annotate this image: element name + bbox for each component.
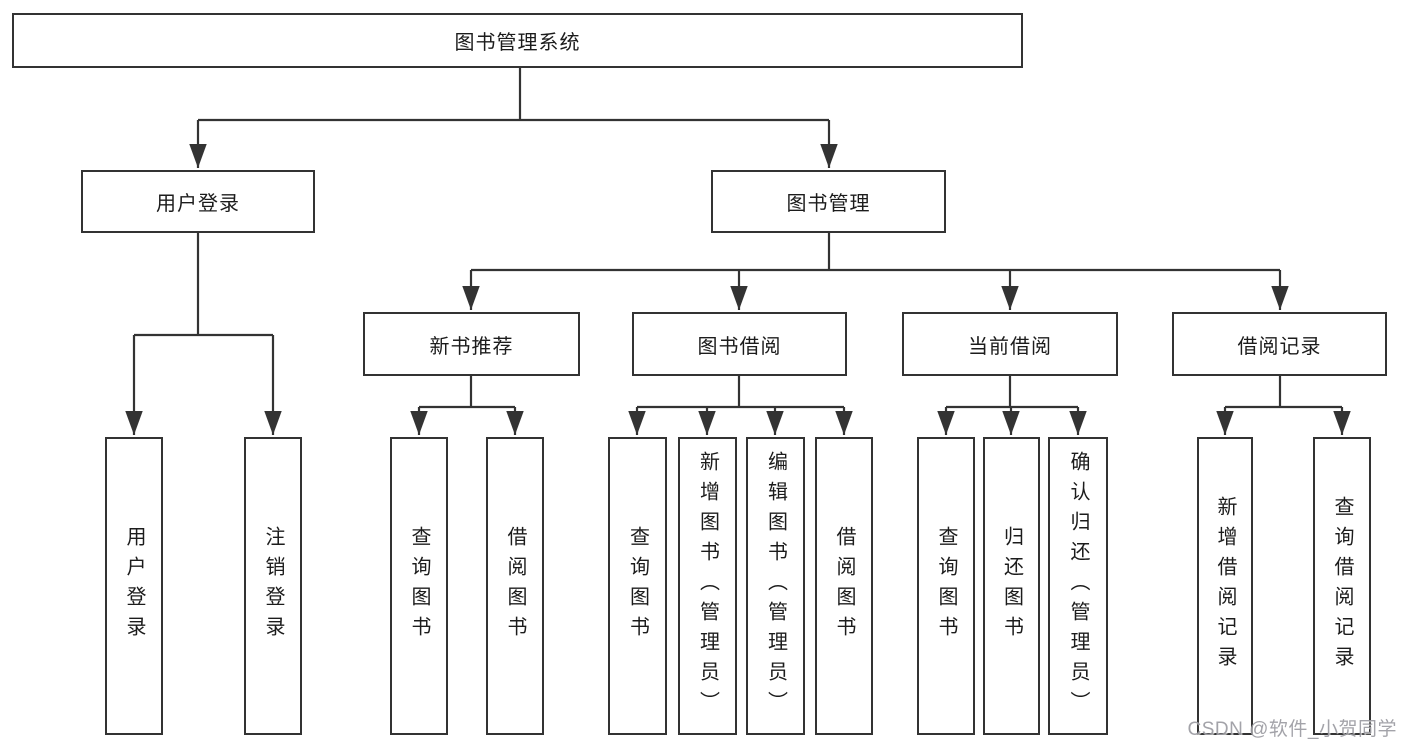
leaf-user-login-label: 用户登录 (123, 526, 145, 646)
leaf-add-borrow-record-label: 新增借阅记录 (1214, 496, 1236, 676)
node-new-book-rec: 新书推荐 (363, 312, 580, 376)
leaf-query-borrow-record-label: 查询借阅记录 (1331, 496, 1353, 676)
connector-user-login-to-leaves (125, 233, 282, 435)
leaf-current-query-books: 查询图书 (917, 437, 975, 735)
leaf-borrow-query-books-label: 查询图书 (626, 526, 649, 646)
leaf-add-borrow-record: 新增借阅记录 (1197, 437, 1253, 735)
leaf-return-books-label: 归还图书 (1000, 526, 1023, 646)
node-borrow-record-label: 借阅记录 (1237, 335, 1322, 358)
leaf-add-books-admin-label: 新增图书（管理员） (696, 451, 719, 721)
node-current-borrow: 当前借阅 (902, 312, 1118, 376)
leaf-borrow-books: 借阅图书 (815, 437, 873, 735)
connector-new-book-rec-to-leaves (410, 376, 524, 435)
leaf-current-query-books-label: 查询图书 (935, 526, 957, 646)
node-new-book-rec-label: 新书推荐 (429, 335, 514, 358)
leaf-add-books-admin: 新增图书（管理员） (678, 437, 737, 735)
leaf-return-books: 归还图书 (983, 437, 1040, 735)
leaf-query-borrow-record: 查询借阅记录 (1313, 437, 1371, 735)
leaf-borrow-query-books: 查询图书 (608, 437, 667, 735)
leaf-rec-borrow-books: 借阅图书 (486, 437, 544, 735)
node-book-mgmt: 图书管理 (711, 170, 946, 233)
leaf-borrow-books-label: 借阅图书 (833, 526, 855, 646)
connector-book-mgmt-to-level3 (462, 233, 1289, 310)
leaf-edit-books-admin: 编辑图书（管理员） (746, 437, 805, 735)
leaf-rec-query-books: 查询图书 (390, 437, 448, 735)
leaf-logout-label: 注销登录 (262, 526, 284, 646)
connector-current-borrow-to-leaves (937, 376, 1087, 435)
node-book-borrow: 图书借阅 (632, 312, 847, 376)
leaf-user-login: 用户登录 (105, 437, 163, 735)
leaf-confirm-return-admin-label: 确认归还（管理员） (1067, 451, 1089, 721)
leaf-confirm-return-admin: 确认归还（管理员） (1048, 437, 1108, 735)
node-root-label: 图书管理系统 (454, 32, 581, 54)
csdn-watermark: CSDN @软件_小贺同学 (1187, 719, 1397, 740)
leaf-rec-borrow-books-label: 借阅图书 (504, 526, 526, 646)
node-user-login: 用户登录 (81, 170, 315, 233)
leaf-logout: 注销登录 (244, 437, 302, 735)
connector-borrow-record-to-leaves (1216, 376, 1351, 435)
leaf-rec-query-books-label: 查询图书 (408, 526, 430, 646)
node-book-borrow-label: 图书借阅 (697, 335, 782, 358)
connector-book-borrow-to-leaves (628, 376, 853, 435)
node-current-borrow-label: 当前借阅 (968, 335, 1052, 358)
node-root: 图书管理系统 (12, 13, 1023, 68)
leaf-edit-books-admin-label: 编辑图书（管理员） (764, 451, 787, 721)
node-user-login-label: 用户登录 (156, 193, 240, 215)
connector-root-to-level2 (189, 68, 838, 168)
node-book-mgmt-label: 图书管理 (786, 193, 871, 215)
node-borrow-record: 借阅记录 (1172, 312, 1387, 376)
